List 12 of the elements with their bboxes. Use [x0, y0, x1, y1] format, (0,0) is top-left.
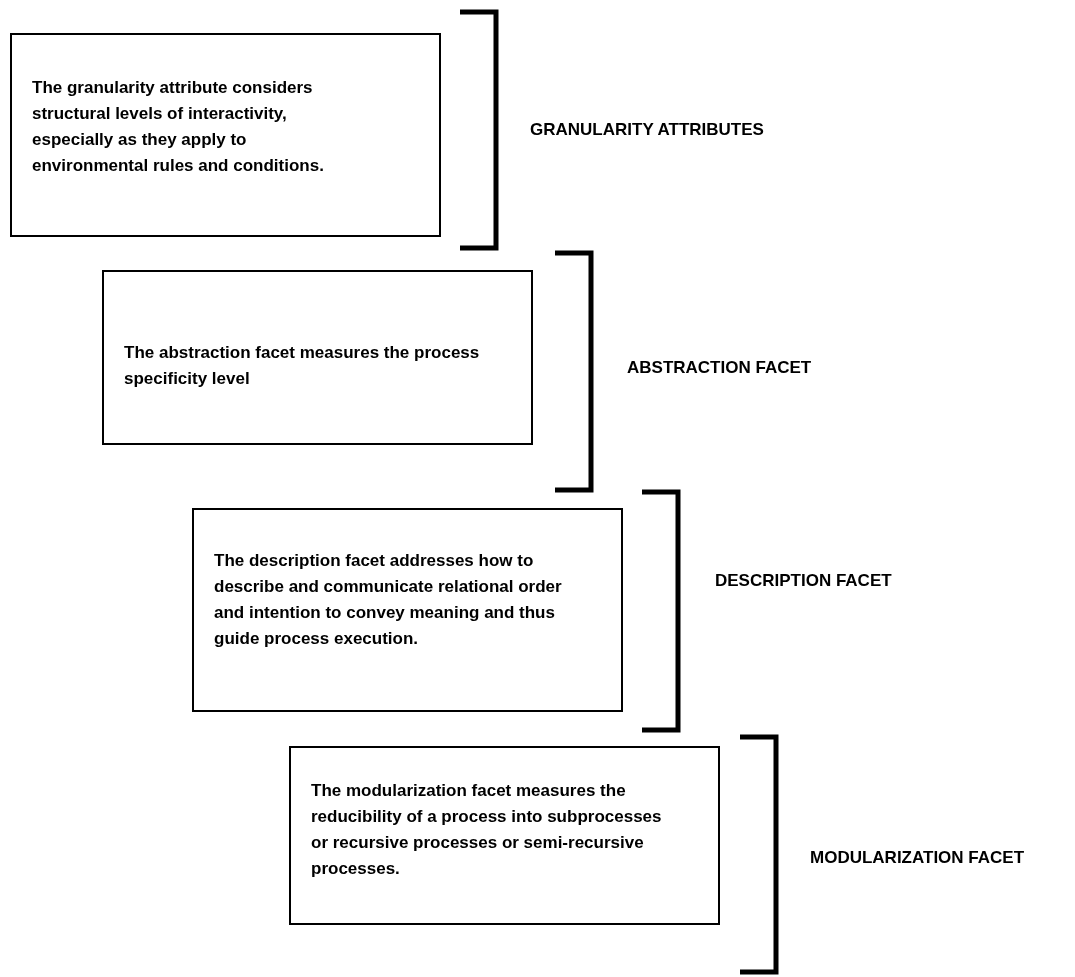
facet-heading: ABSTRACTION FACET	[627, 358, 812, 378]
text-box	[10, 33, 441, 237]
description-text: The granularity attribute considers structural levels of interactivity, especially as they apply to environmental rules and conditions.	[32, 77, 325, 177]
facet-heading: GRANULARITY ATTRIBUTES	[530, 120, 764, 140]
description-text: The modularization facet measures the reducibility of a process into subprocesses or recursive processes or semi-recursive processes.	[311, 780, 663, 880]
text-box	[192, 508, 623, 712]
facet-heading: DESCRIPTION FACET	[715, 571, 892, 591]
description-text: The abstraction facet measures the process specificity level	[124, 342, 481, 390]
text-box	[289, 746, 720, 925]
description-text: The description facet addresses how to describe and communicate relational order and intention to convey meaning and thus guide process execution.	[214, 550, 563, 650]
facet-heading: MODULARIZATION FACET	[810, 848, 1025, 868]
text-box	[102, 270, 533, 445]
